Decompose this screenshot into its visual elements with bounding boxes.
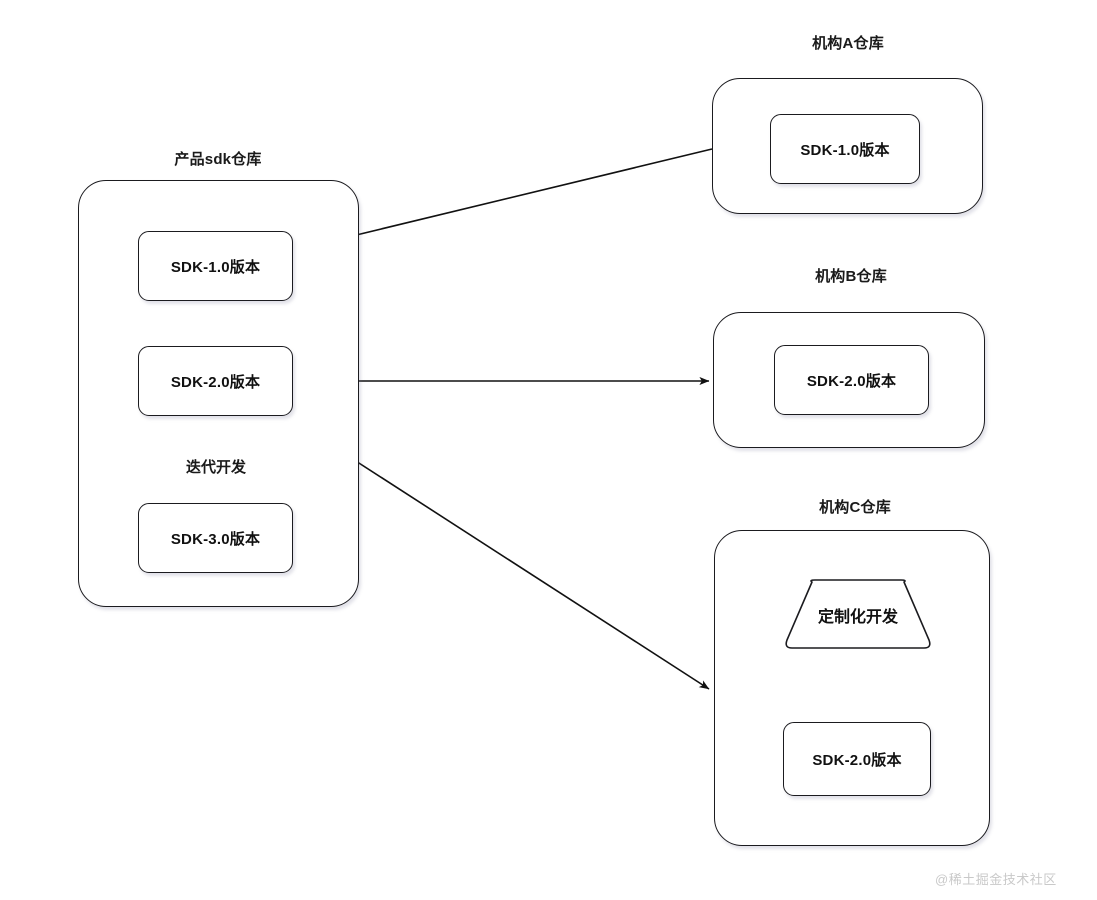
node-org-b-sdk-2-0[interactable]: SDK-2.0版本	[774, 345, 929, 415]
node-product-sdk-1-0[interactable]: SDK-1.0版本	[138, 231, 293, 301]
custom-dev-trapezoid[interactable]: 定制化开发	[783, 578, 933, 650]
node-product-sdk-2-0-label: SDK-2.0版本	[170, 373, 261, 391]
node-product-sdk-2-0[interactable]: SDK-2.0版本	[138, 346, 293, 416]
node-product-sdk-1-0-label: SDK-1.0版本	[170, 258, 261, 276]
node-org-a-sdk-1-0-label: SDK-1.0版本	[800, 141, 890, 159]
node-org-c-sdk-2-0[interactable]: SDK-2.0版本	[783, 722, 931, 796]
node-product-sdk-3-0-label: SDK-3.0版本	[170, 530, 261, 548]
product-repo-title: 产品sdk仓库	[174, 151, 262, 168]
custom-dev-label: 定制化开发	[817, 609, 898, 626]
node-org-b-sdk-2-0-label: SDK-2.0版本	[806, 372, 897, 390]
node-org-c-sdk-2-0-label: SDK-2.0版本	[812, 751, 902, 769]
node-org-a-sdk-1-0[interactable]: SDK-1.0版本	[770, 114, 920, 184]
watermark-text: @稀土掘金技术社区	[935, 872, 1057, 887]
org-c-title: 机构C仓库	[819, 499, 891, 516]
node-product-sdk-3-0[interactable]: SDK-3.0版本	[138, 503, 293, 573]
org-b-title: 机构B仓库	[815, 268, 887, 285]
iterative-dev-label: 迭代开发	[185, 459, 247, 476]
org-a-title: 机构A仓库	[812, 35, 884, 52]
custom-dev-trapezoid-shape	[785, 579, 931, 649]
